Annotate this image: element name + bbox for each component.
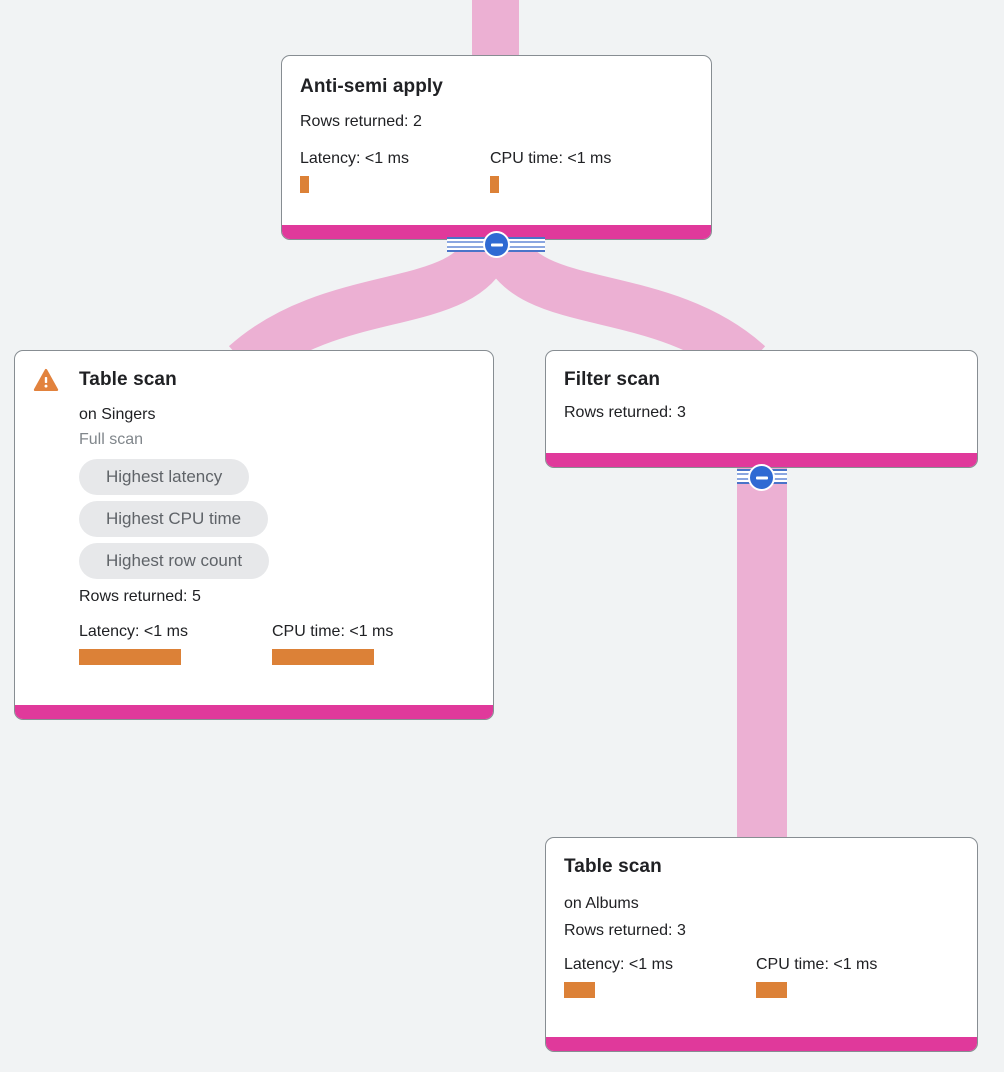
cpu-bar	[490, 176, 499, 193]
plan-node-filter-scan[interactable]: Filter scan Rows returned: 3	[545, 350, 978, 468]
node-accent-bar	[15, 705, 493, 719]
node-title: Table scan	[79, 369, 177, 390]
node-title: Anti-semi apply	[300, 76, 443, 97]
warning-icon	[33, 368, 59, 392]
badge-list: Highest latency Highest CPU time Highest…	[79, 459, 475, 579]
plan-node-table-scan-singers[interactable]: Table scan on Singers Full scan Highest …	[14, 350, 494, 720]
cpu-metric: CPU time: <1 ms	[490, 148, 680, 193]
metrics-row: Latency: <1 ms CPU time: <1 ms	[79, 621, 475, 665]
latency-bar	[564, 982, 595, 998]
rows-returned-text: Rows returned: 2	[300, 113, 422, 130]
minus-icon	[490, 243, 503, 246]
latency-metric: Latency: <1 ms	[79, 621, 272, 665]
latency-bar	[79, 649, 181, 665]
scan-target-text: on Singers	[79, 406, 156, 423]
plan-node-anti-semi-apply[interactable]: Anti-semi apply Rows returned: 2 Latency…	[281, 55, 712, 240]
scan-type-text: Full scan	[79, 431, 144, 448]
scan-target-text: on Albums	[564, 895, 639, 912]
edge-parent-to-anti-semi-apply	[472, 0, 519, 57]
cpu-metric: CPU time: <1 ms	[272, 621, 462, 665]
metrics-row: Latency: <1 ms CPU time: <1 ms	[564, 954, 959, 998]
rows-returned-text: Rows returned: 5	[79, 588, 201, 605]
cpu-bar	[272, 649, 374, 665]
cpu-label: CPU time: <1 ms	[756, 956, 878, 973]
edge-anti-semi-apply-to-filter-scan	[478, 231, 766, 383]
cpu-label: CPU time: <1 ms	[490, 150, 612, 167]
edge-anti-semi-apply-to-table-scan-singers	[228, 231, 514, 383]
rows-returned-text: Rows returned: 3	[564, 922, 686, 939]
node-title: Table scan	[564, 856, 662, 877]
node-title: Filter scan	[564, 369, 661, 390]
badge-highest-latency: Highest latency	[79, 459, 250, 495]
plan-node-table-scan-albums[interactable]: Table scan on Albums Rows returned: 3 La…	[545, 837, 978, 1052]
latency-bar	[300, 176, 309, 193]
edge-filter-scan-to-table-scan-albums	[737, 466, 787, 838]
badge-highest-cpu-time: Highest CPU time	[79, 501, 269, 537]
collapse-button-anti-semi-apply[interactable]	[483, 231, 510, 258]
latency-label: Latency: <1 ms	[300, 150, 409, 167]
cpu-bar	[756, 982, 787, 998]
cpu-metric: CPU time: <1 ms	[756, 954, 946, 998]
node-header: Table scan	[33, 367, 475, 393]
badge-highest-row-count: Highest row count	[79, 543, 270, 579]
latency-label: Latency: <1 ms	[564, 956, 673, 973]
cpu-label: CPU time: <1 ms	[272, 623, 394, 640]
metrics-row: Latency: <1 ms CPU time: <1 ms	[300, 148, 693, 193]
collapse-button-filter-scan[interactable]	[748, 464, 775, 491]
latency-metric: Latency: <1 ms	[564, 954, 756, 998]
latency-label: Latency: <1 ms	[79, 623, 188, 640]
latency-metric: Latency: <1 ms	[300, 148, 490, 193]
rows-returned-text: Rows returned: 3	[564, 404, 686, 421]
node-accent-bar	[546, 1037, 977, 1051]
minus-icon	[755, 476, 768, 479]
node-accent-bar	[546, 453, 977, 467]
